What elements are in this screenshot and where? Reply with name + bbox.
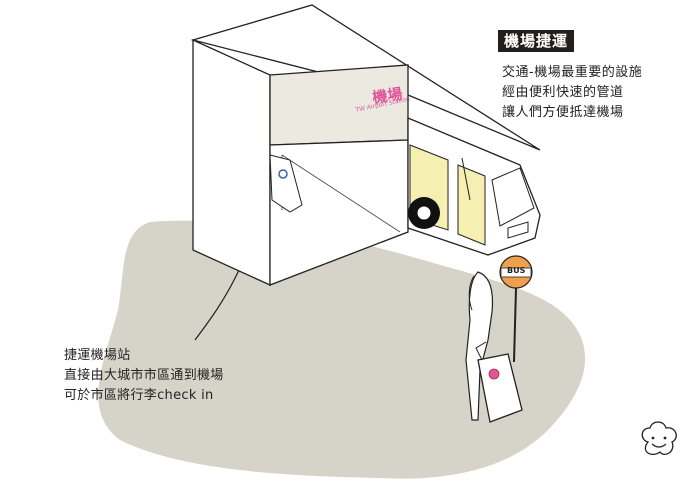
bus-door-line xyxy=(461,157,471,201)
bus-wheel-hub xyxy=(416,205,432,221)
description-block: 交通-機場最重要的設施 經由便利快速的管道 讓人們方便抵達機場 xyxy=(502,63,642,123)
description-line: 交通-機場最重要的設施 xyxy=(502,65,643,80)
building-left-wall xyxy=(192,38,271,287)
bus-plate xyxy=(507,221,529,239)
caption-line: 直接由大城市市區通到機場 xyxy=(64,368,224,383)
bus-window-2 xyxy=(457,164,486,246)
ground-area xyxy=(98,220,586,479)
luggage xyxy=(477,353,523,423)
station-entrance xyxy=(269,139,409,286)
traveler-hair xyxy=(468,275,475,311)
bus-stop-label: BUS xyxy=(507,266,526,275)
description-line: 讓人們方便抵達機場 xyxy=(502,105,624,120)
luggage-flower-icon xyxy=(488,368,500,380)
ticket-machine xyxy=(269,154,303,213)
caption-line: 可於市區將行李check in xyxy=(64,388,214,403)
heading-badge: 機場捷運 xyxy=(498,30,575,52)
ground-edge xyxy=(194,267,241,341)
smiley-cloud-icon xyxy=(641,421,677,456)
caption-block: 捷運機場站 直接由大城市市區通到機場 可於市區將行李check in xyxy=(64,346,224,406)
bus-stop-sign-band xyxy=(500,267,532,278)
caption-line: 捷運機場站 xyxy=(64,348,131,363)
description-line: 經由便利快速的管道 xyxy=(502,85,624,100)
bus-front-window xyxy=(491,167,535,227)
gear-icon xyxy=(278,169,288,179)
luggage-handle xyxy=(475,341,487,361)
bus-stop-pole xyxy=(513,287,517,363)
